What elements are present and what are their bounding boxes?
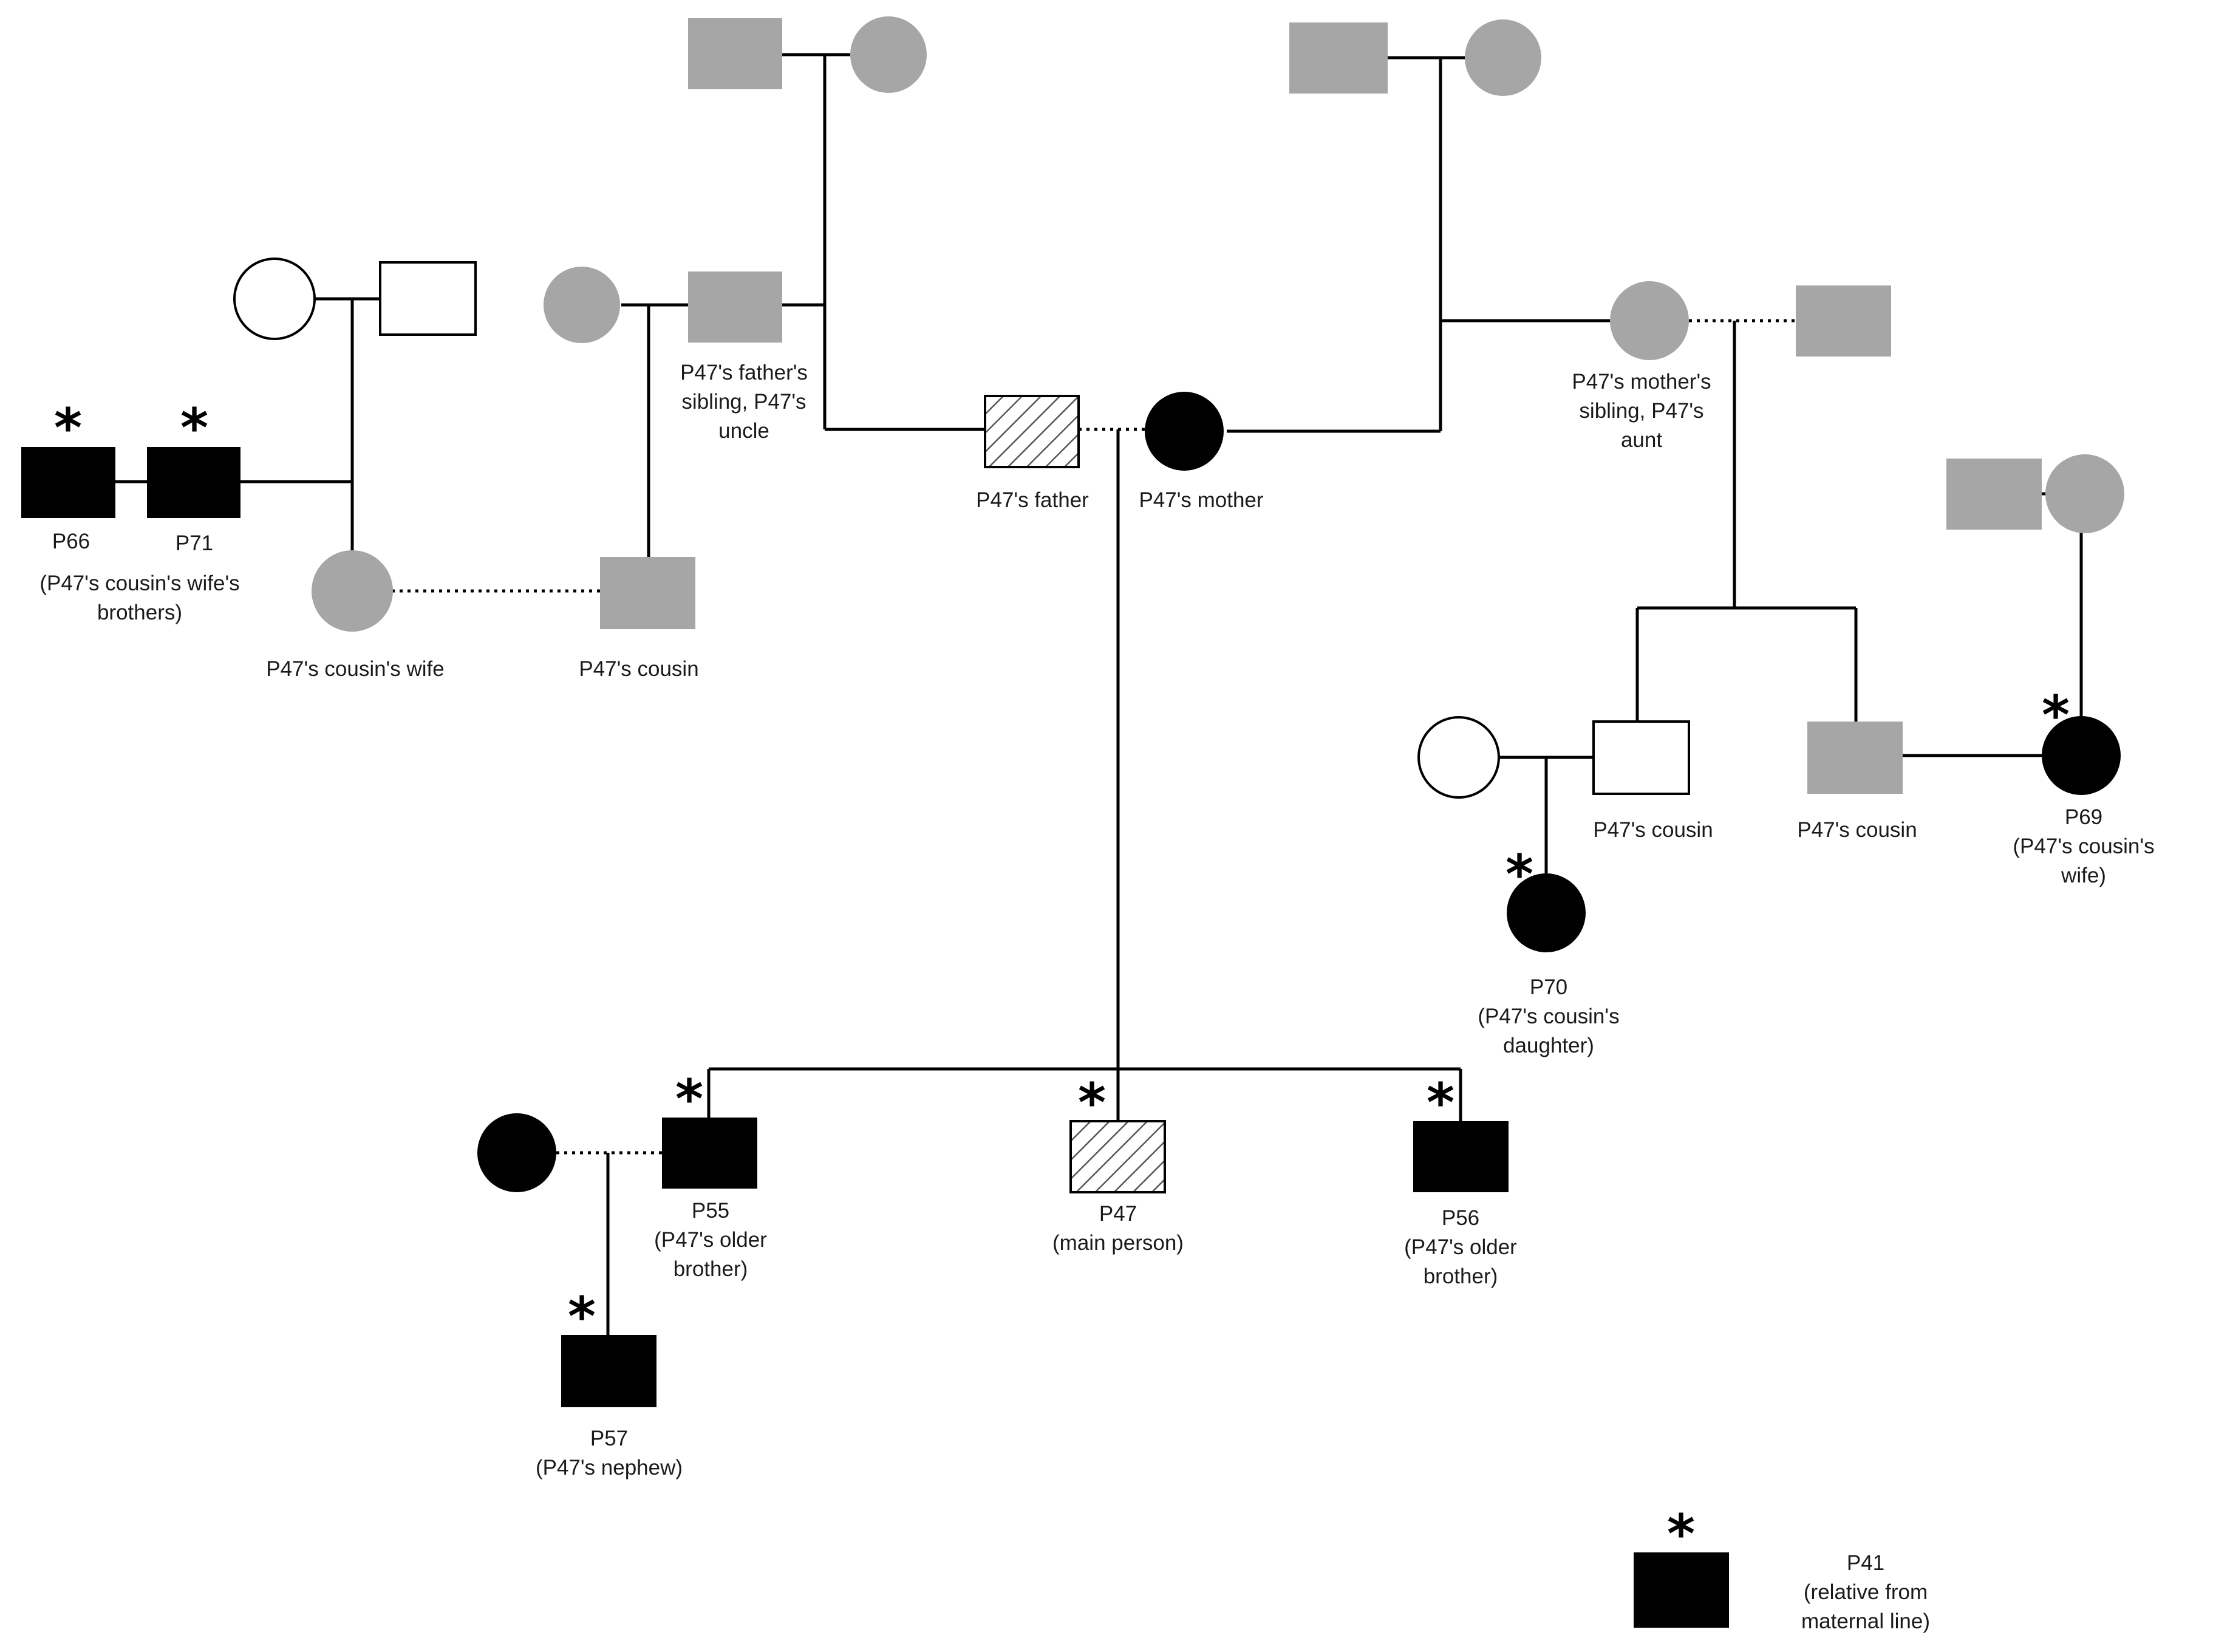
legend-symbol <box>1634 1552 1729 1628</box>
p55-partner <box>477 1113 556 1192</box>
label-line: P47 <box>1099 1202 1137 1226</box>
label-line: (relative from <box>1804 1580 1928 1604</box>
marker-legend: * <box>1667 1503 1695 1565</box>
p69 <box>2042 716 2121 795</box>
p47-label: P47 (main person) <box>1052 1202 1184 1255</box>
father-label: P47's father <box>976 488 1089 512</box>
maternal-cousin-1-wife <box>1417 716 1500 799</box>
label-line: (P47's cousin's wife's <box>39 572 239 595</box>
p70 <box>1507 873 1586 952</box>
label-line: aunt <box>1621 428 1662 452</box>
marker-p57: * <box>568 1285 596 1348</box>
uncle-label: P47's father's sibling, P47's uncle <box>680 361 808 443</box>
mother-label: P47's mother <box>1139 488 1263 512</box>
label-line: P56 <box>1442 1206 1479 1230</box>
label-line: P66 <box>52 530 90 553</box>
label-line: (P47's cousin's <box>2013 835 2154 858</box>
p71-label: P71 <box>176 531 213 555</box>
label-line: daughter) <box>1503 1034 1594 1057</box>
individuals <box>21 16 2124 1628</box>
label-line: uncle <box>718 419 769 443</box>
label-line: P47's cousin <box>1593 818 1713 842</box>
paternal-cousin <box>600 557 695 629</box>
p47 <box>1069 1120 1166 1193</box>
label-line: P55 <box>692 1199 729 1223</box>
maternal-grandfather <box>1289 22 1388 94</box>
label-line: P47's cousin <box>1797 818 1917 842</box>
uncle-wife <box>544 267 620 343</box>
paternal-cousin-wife-label: P47's cousin's wife <box>266 657 445 681</box>
p66 <box>21 447 115 518</box>
marker-p47: * <box>1078 1071 1106 1134</box>
p56 <box>1413 1121 1509 1192</box>
p69-father <box>1946 459 2042 530</box>
label-line: (main person) <box>1052 1231 1184 1255</box>
label-line: sibling, P47's <box>681 390 806 414</box>
marker-p56: * <box>1427 1071 1454 1134</box>
label-line: maternal line) <box>1801 1609 1930 1633</box>
label-line: brother) <box>673 1257 748 1281</box>
label-line: P69 <box>2065 805 2102 829</box>
label-line: sibling, P47's <box>1579 399 1703 423</box>
label-line: (P47's older <box>654 1228 767 1252</box>
marker-p69: * <box>2042 684 2070 746</box>
labels: P47's father's sibling, P47's uncle P47's … <box>39 361 2154 1633</box>
maternal-cousin-2-label: P47's cousin <box>1797 818 1917 842</box>
marker-p71: * <box>180 397 208 459</box>
paternal-cousin-label: P47's cousin <box>579 657 698 681</box>
label-line: brothers) <box>97 601 182 624</box>
legend-label: P41 (relative from maternal line) <box>1801 1551 1930 1633</box>
marker-p66: * <box>54 397 82 459</box>
cousin-wife-father <box>379 261 477 336</box>
label-line: P47's father <box>976 488 1089 512</box>
maternal-grandmother <box>1465 19 1541 96</box>
label-line: P47's father's <box>680 361 808 384</box>
maternal-cousin-2 <box>1807 722 1903 794</box>
paternal-grandfather <box>688 18 782 89</box>
label-line: (P47's nephew) <box>536 1456 683 1480</box>
p69-label: P69 (P47's cousin's wife) <box>2013 805 2154 887</box>
p69-mother <box>2045 454 2124 533</box>
label-line: wife) <box>2061 864 2106 887</box>
p56-label: P56 (P47's older brother) <box>1404 1206 1517 1288</box>
p70-label: P70 (P47's cousin's daughter) <box>1478 975 1619 1057</box>
mother <box>1145 392 1224 471</box>
aunt-partner <box>1796 285 1891 357</box>
markers: * * * * * * * * * <box>54 397 2070 1565</box>
aunt-label: P47's mother's sibling, P47's aunt <box>1572 370 1711 452</box>
cousin-wife-mother <box>233 258 316 340</box>
label-line: P47's mother's <box>1572 370 1711 394</box>
marker-p70: * <box>1505 843 1533 906</box>
paternal-cousin-wife <box>312 550 393 632</box>
p55 <box>662 1118 757 1189</box>
label-line: P47's cousin's wife <box>266 657 445 681</box>
p71 <box>147 447 240 518</box>
p66-label: P66 <box>52 530 90 553</box>
p55-label: P55 (P47's older brother) <box>654 1199 767 1281</box>
p66-p71-note: (P47's cousin's wife's brothers) <box>39 572 239 624</box>
paternal-grandmother <box>850 16 927 93</box>
label-line: P47's mother <box>1139 488 1263 512</box>
label-line: (P47's cousin's <box>1478 1005 1619 1028</box>
marker-p55: * <box>675 1068 703 1130</box>
p57-label: P57 (P47's nephew) <box>536 1427 683 1480</box>
maternal-cousin-1-label: P47's cousin <box>1593 818 1713 842</box>
aunt <box>1610 281 1689 360</box>
uncle <box>688 271 782 343</box>
p57 <box>561 1335 656 1407</box>
label-line: P71 <box>176 531 213 555</box>
label-line: P70 <box>1530 975 1567 999</box>
maternal-cousin-1 <box>1592 720 1690 795</box>
label-line: P41 <box>1847 1551 1884 1575</box>
label-line: P47's cousin <box>579 657 698 681</box>
label-line: P57 <box>590 1427 628 1450</box>
label-line: (P47's older <box>1404 1235 1517 1259</box>
father <box>984 395 1080 468</box>
label-line: brother) <box>1424 1265 1498 1288</box>
